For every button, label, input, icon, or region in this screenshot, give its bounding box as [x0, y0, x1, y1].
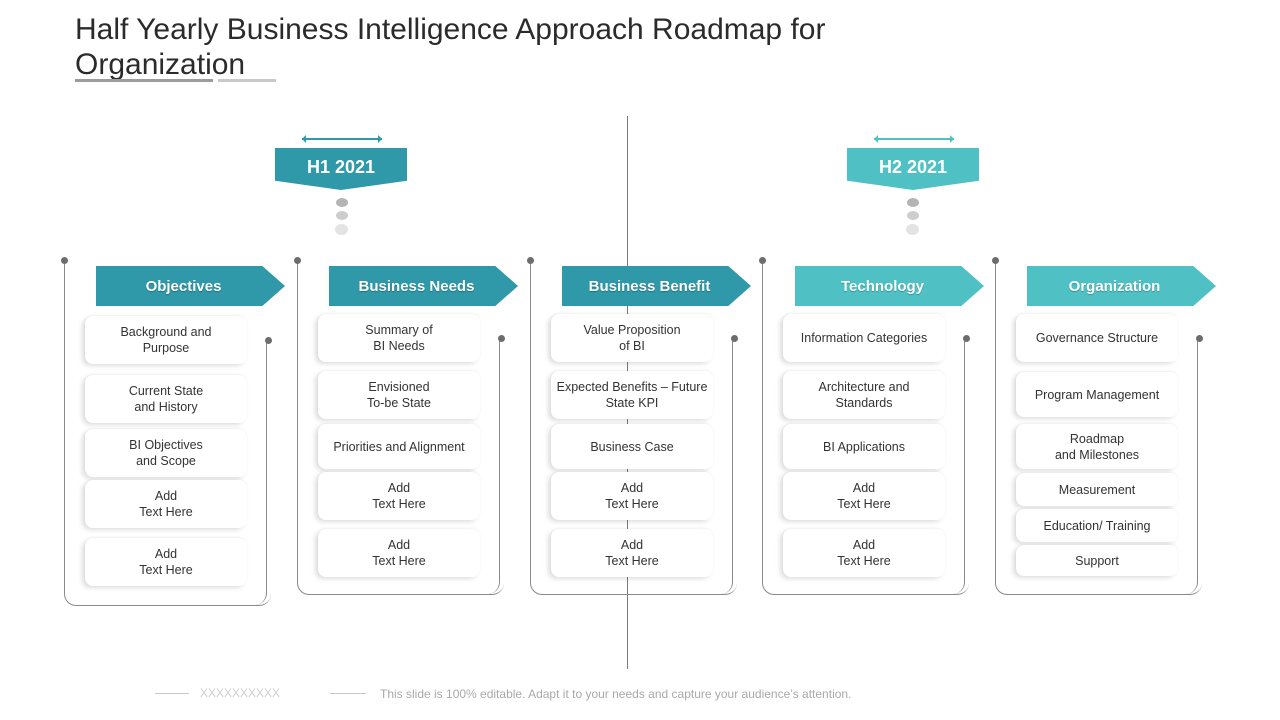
footer-note: This slide is 100% editable. Adapt it to… — [380, 687, 852, 701]
roadmap-item: Value Proposition of BI — [551, 314, 713, 362]
roadmap-item: Add Text Here — [783, 529, 945, 577]
bracket-pin — [527, 257, 534, 264]
roadmap-item: Information Categories — [783, 314, 945, 362]
category-objectives: Objectives — [96, 266, 285, 306]
category-business-benefit: Business Benefit — [562, 266, 751, 306]
roadmap-item: Architecture and Standards — [783, 371, 945, 419]
bracket-pin — [1196, 335, 1203, 342]
roadmap-item: Education/ Training — [1016, 509, 1178, 542]
bracket-pin — [265, 337, 272, 344]
period-h2-dot — [907, 211, 919, 220]
category-organization: Organization — [1027, 266, 1216, 306]
title-underline-secondary — [218, 79, 276, 82]
bracket-pin — [61, 257, 68, 264]
roadmap-item: Add Text Here — [551, 529, 713, 577]
roadmap-item: Add Text Here — [318, 472, 480, 520]
roadmap-item: Add Text Here — [85, 538, 247, 586]
column-bracket-right — [84, 340, 267, 605]
column-bracket — [995, 260, 1202, 595]
roadmap-item: Add Text Here — [318, 529, 480, 577]
roadmap-item: Expected Benefits – Future State KPI — [551, 371, 713, 419]
bracket-pin — [294, 257, 301, 264]
footer-marks: XXXXXXXXXX — [200, 686, 281, 700]
period-h2-dot — [907, 198, 919, 207]
period-h1-tag: H1 2021 — [275, 148, 407, 190]
roadmap-item: BI Applications — [783, 424, 945, 469]
roadmap-item: Add Text Here — [85, 480, 247, 528]
footer-rule-left — [155, 693, 189, 694]
roadmap-item: Add Text Here — [551, 472, 713, 520]
roadmap-item: Measurement — [1016, 473, 1178, 506]
slide-title: Half Yearly Business Intelligence Approa… — [75, 13, 826, 81]
category-technology: Technology — [795, 266, 984, 306]
roadmap-item: Business Case — [551, 424, 713, 469]
column-bracket-right — [1015, 338, 1198, 594]
category-business-needs: Business Needs — [329, 266, 518, 306]
period-h2-tag: H2 2021 — [847, 148, 979, 190]
bracket-pin — [498, 335, 505, 342]
column-bracket-right — [550, 338, 733, 594]
roadmap-item: Current State and History — [85, 375, 247, 423]
period-h1-dot — [336, 198, 348, 207]
bracket-pin — [992, 257, 999, 264]
column-bracket-right — [317, 338, 500, 594]
column-bracket — [530, 260, 737, 595]
roadmap-item: Envisioned To-be State — [318, 371, 480, 419]
column-bracket — [762, 260, 969, 595]
period-h1-arrow — [302, 135, 382, 143]
bracket-pin — [759, 257, 766, 264]
roadmap-item: Add Text Here — [783, 472, 945, 520]
bracket-pin — [731, 335, 738, 342]
period-h2-arrow — [874, 135, 954, 143]
roadmap-item: Governance Structure — [1016, 314, 1178, 362]
roadmap-item: Background and Purpose — [85, 316, 247, 364]
title-underline-primary — [75, 79, 213, 82]
footer-rule-right — [330, 693, 366, 694]
roadmap-item: Priorities and Alignment — [318, 424, 480, 469]
column-bracket — [297, 260, 504, 595]
roadmap-item: Program Management — [1016, 372, 1178, 417]
period-h1-dot — [335, 224, 348, 235]
period-h1-dot — [336, 211, 348, 220]
roadmap-item: BI Objectives and Scope — [85, 429, 247, 477]
column-bracket-right — [782, 338, 965, 594]
period-h2-dot — [906, 224, 919, 235]
column-bracket — [64, 260, 271, 606]
roadmap-item: Support — [1016, 545, 1178, 576]
bracket-pin — [963, 335, 970, 342]
roadmap-item: Roadmap and Milestones — [1016, 424, 1178, 469]
roadmap-item: Summary of BI Needs — [318, 314, 480, 362]
